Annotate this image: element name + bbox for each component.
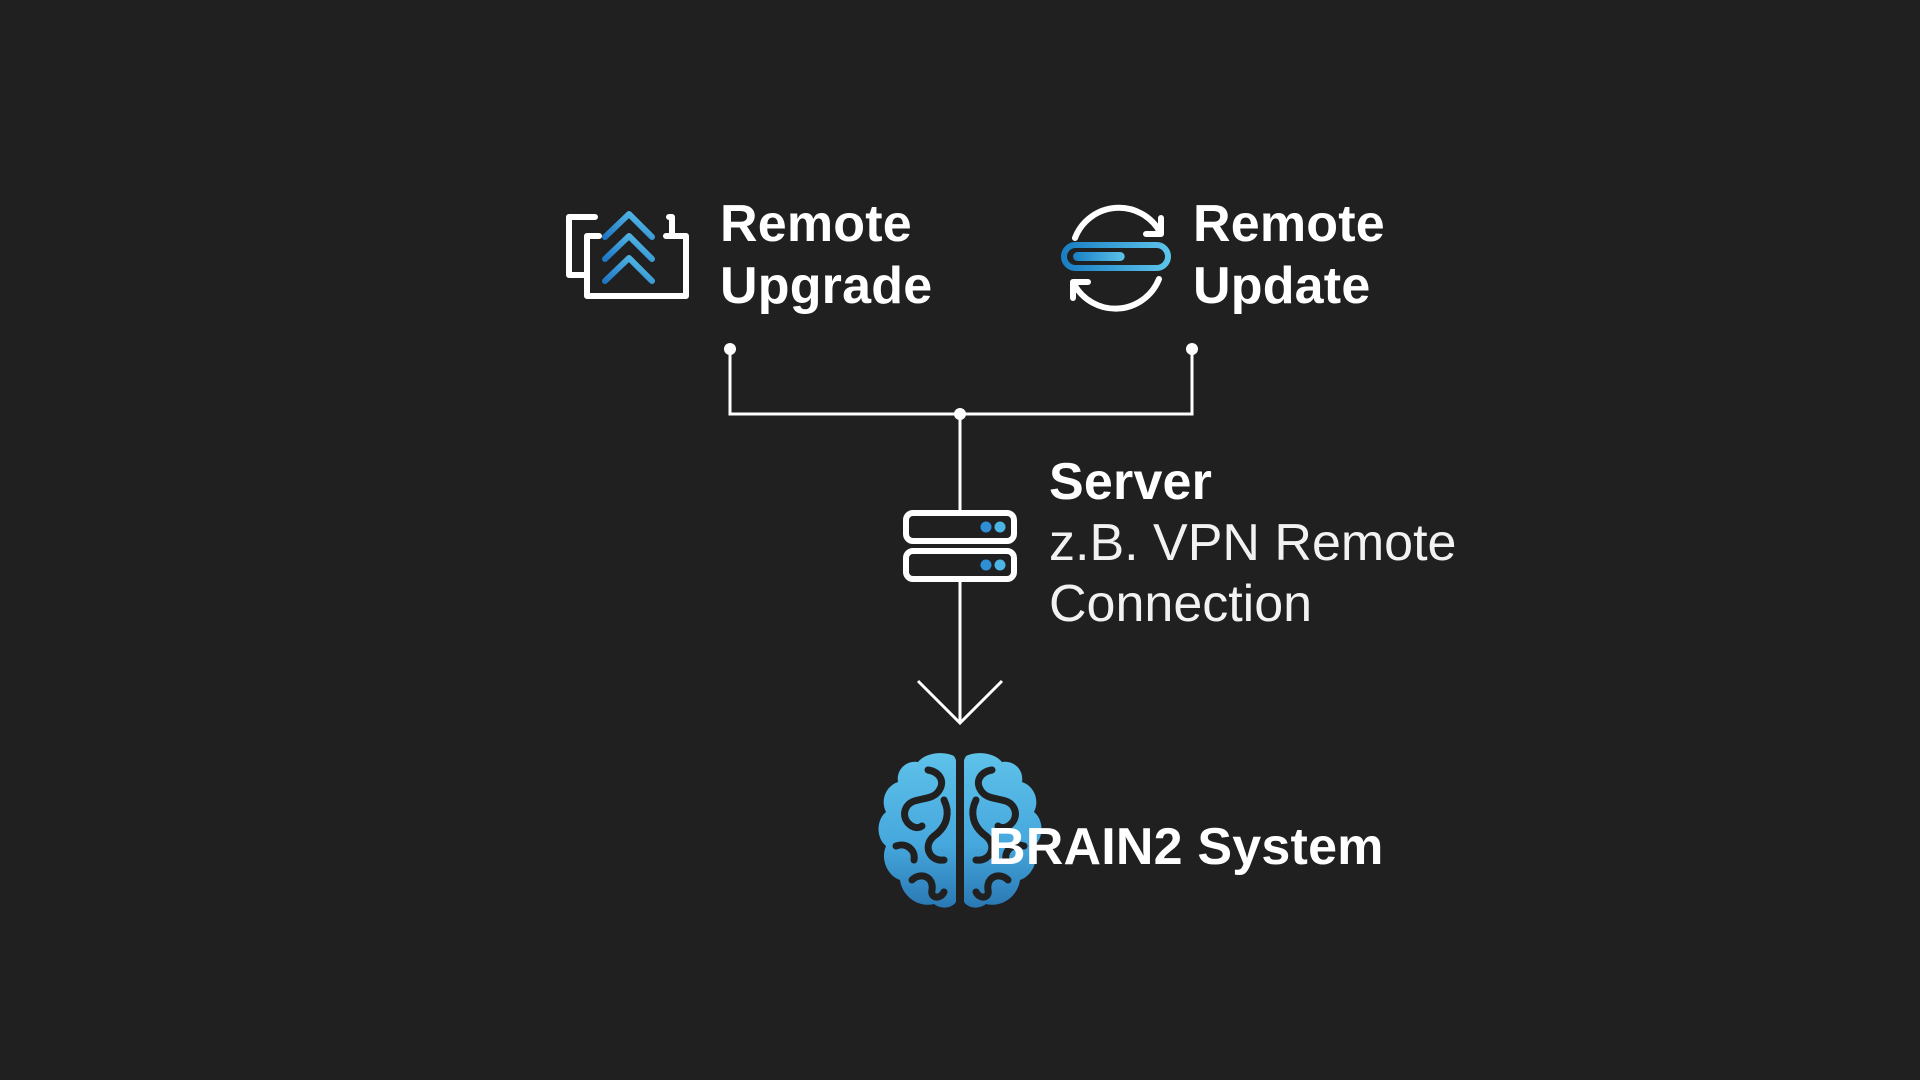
remote-upgrade-label-line-1: Remote <box>720 195 912 253</box>
remote-update-label-line-1: Remote <box>1193 195 1385 253</box>
remote-upgrade-label: Remote Upgrade <box>720 193 932 317</box>
brain-icon <box>878 753 1042 908</box>
remote-update-label-line-2: Update <box>1193 257 1371 315</box>
arrow-head <box>916 679 1004 726</box>
server-title: Server <box>1049 453 1213 511</box>
server-subtitle-line-1: z.B. VPN Remote <box>1049 514 1457 572</box>
brain2-system-label-text: BRAIN2 System <box>988 818 1384 876</box>
server-label: Server z.B. VPN Remote Connection <box>1049 451 1456 635</box>
server-icon <box>903 510 1017 582</box>
sync-progress-icon <box>1061 204 1171 312</box>
endpoint-dot-upgrade <box>724 343 736 355</box>
progress-fill <box>1073 252 1125 261</box>
remote-upgrade-label-line-2: Upgrade <box>720 257 933 315</box>
remote-update-label: Remote Update <box>1193 193 1385 317</box>
brain2-system-label: BRAIN2 System <box>988 816 1384 878</box>
endpoint-dot-update <box>1186 343 1198 355</box>
upgrade-stack-icon <box>566 211 689 299</box>
server-subtitle-line-2: Connection <box>1049 575 1313 633</box>
junction-dot <box>954 408 966 420</box>
